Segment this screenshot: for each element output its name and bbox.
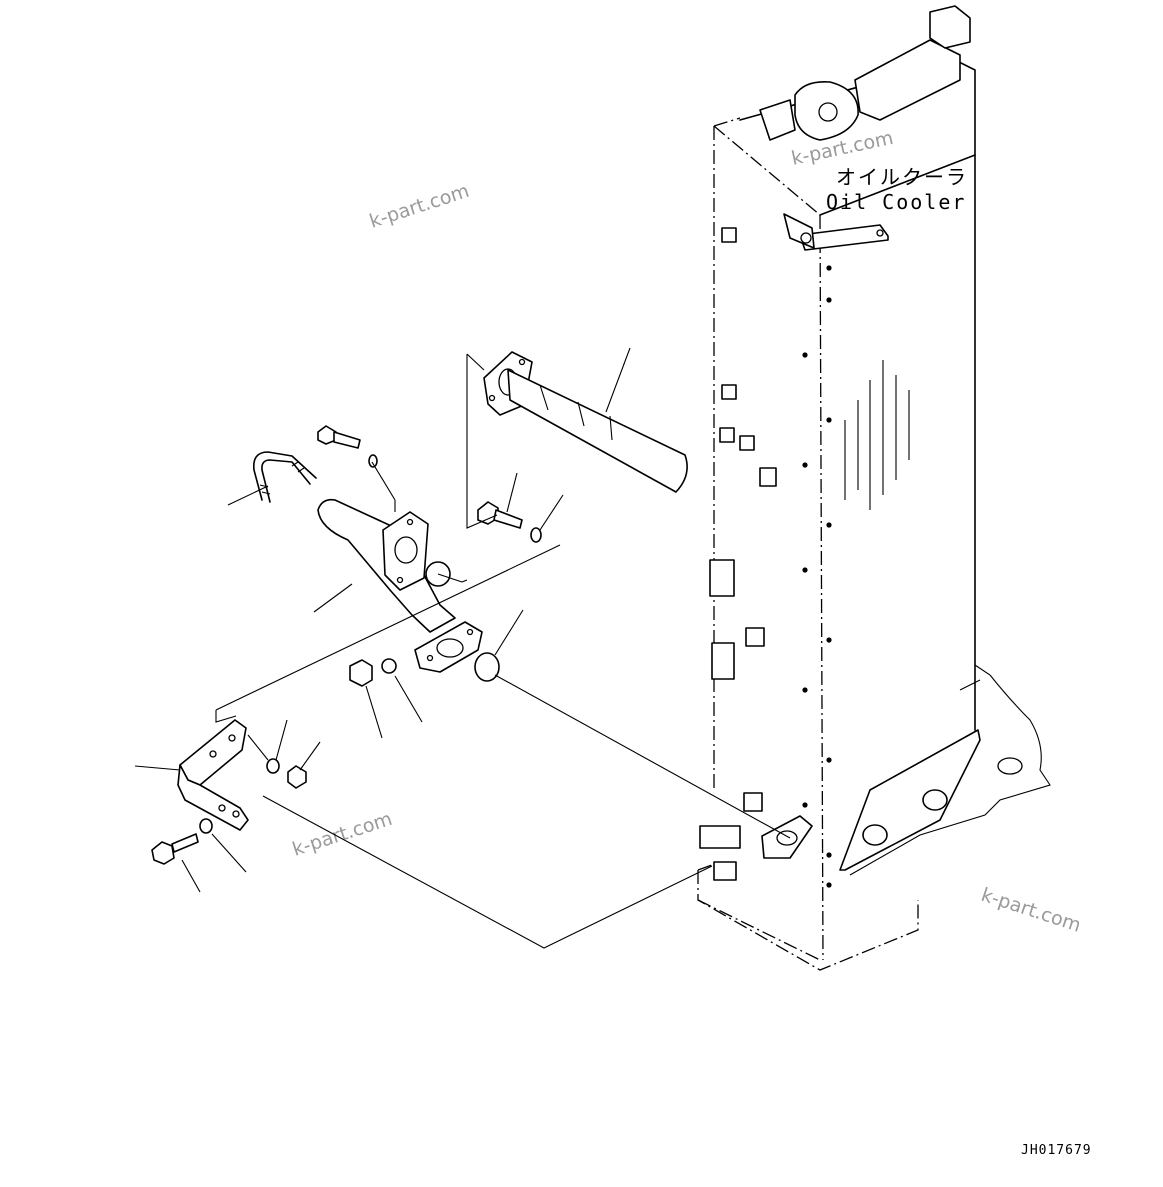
watermark: k-part.com	[978, 884, 1083, 937]
inlet-pipe	[483, 351, 688, 493]
fasteners	[151, 425, 542, 865]
elbow-pipe	[317, 498, 483, 673]
oil-cooler-outline	[697, 5, 1023, 971]
frame-edge	[849, 664, 1051, 876]
watermark: k-part.com	[290, 808, 395, 861]
u-bolt	[252, 451, 317, 503]
component-label-jp: オイルクーラ	[836, 165, 968, 189]
cooler-holes	[802, 265, 832, 888]
component-label-en: Oil Cooler	[826, 190, 966, 214]
watermark: k-part.com	[367, 180, 472, 233]
leader-lines	[134, 347, 631, 893]
drawing-code: JH017679	[1021, 1143, 1092, 1158]
cooler-clips	[699, 227, 777, 881]
assembly-lines	[215, 353, 791, 949]
l-bracket	[177, 719, 249, 831]
